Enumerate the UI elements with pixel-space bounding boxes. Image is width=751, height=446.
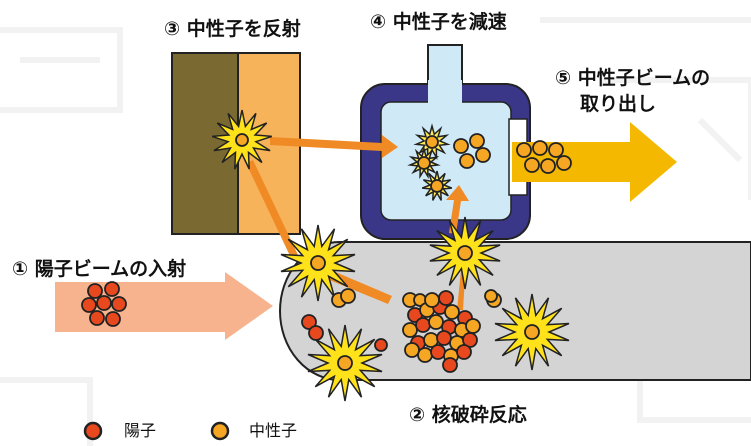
neutron-particle bbox=[453, 138, 469, 154]
neutron-particle bbox=[524, 324, 540, 340]
proton-particle bbox=[438, 290, 454, 306]
label-spallation: ② 核破砕反応 bbox=[409, 404, 527, 426]
neutron-particle bbox=[235, 133, 249, 147]
neutron-particle bbox=[548, 142, 564, 158]
proton-particle bbox=[111, 296, 127, 312]
label-inject: ① 陽子ビームの入射 bbox=[12, 258, 187, 280]
neutron-particle bbox=[524, 157, 540, 173]
neutron-particle bbox=[469, 133, 485, 149]
neutron-particle bbox=[428, 314, 444, 330]
proton-particle bbox=[105, 311, 121, 327]
neutron-particle bbox=[475, 147, 491, 163]
neutron-particle bbox=[404, 342, 420, 358]
neutron-particle bbox=[516, 142, 532, 158]
neutron-particle bbox=[402, 322, 418, 338]
proton-particle bbox=[87, 283, 103, 299]
neutron-particle bbox=[340, 288, 356, 304]
proton-particle bbox=[81, 297, 97, 313]
neutron-beam-arrow bbox=[512, 122, 677, 202]
proton-particle bbox=[456, 344, 472, 360]
proton-particle bbox=[301, 314, 317, 330]
neutron-particle bbox=[532, 140, 548, 156]
neutron-particle bbox=[457, 245, 473, 261]
legend-proton-label: 陽子 bbox=[124, 421, 157, 440]
label-extract-1: ⑤ 中性子ビームの bbox=[555, 67, 711, 89]
proton-particle bbox=[442, 357, 458, 373]
label-extract-2: 取り出し bbox=[580, 93, 657, 115]
neutron-particle bbox=[430, 179, 444, 193]
neutron-particle bbox=[465, 318, 481, 334]
legend-neutron-label: 中性子 bbox=[249, 421, 298, 440]
moderator-water bbox=[380, 101, 512, 221]
label-reflect: ③ 中性子を反射 bbox=[164, 18, 301, 40]
label-moderate: ④ 中性子を減速 bbox=[370, 11, 507, 33]
neutron-particle bbox=[556, 155, 572, 171]
proton-particle bbox=[430, 344, 446, 360]
neutron-particle bbox=[484, 289, 498, 303]
proton-particle bbox=[89, 310, 105, 326]
neutron-particle bbox=[459, 153, 475, 169]
neutron-particle bbox=[444, 304, 460, 320]
proton-particle bbox=[415, 317, 431, 333]
proton-particle bbox=[436, 330, 452, 346]
proton-particle bbox=[374, 338, 388, 352]
neutron-particle bbox=[337, 355, 353, 371]
proton-particle bbox=[96, 295, 112, 311]
proton-particle bbox=[104, 281, 120, 297]
proton-particle bbox=[308, 325, 324, 341]
legend-proton-dot bbox=[83, 421, 103, 441]
neutron-particle bbox=[424, 292, 440, 308]
neutron-particle bbox=[425, 135, 439, 149]
neutron-particle bbox=[310, 255, 326, 271]
legend-neutron-dot bbox=[210, 421, 230, 441]
neutron-particle bbox=[417, 347, 433, 363]
neutron-particle bbox=[540, 158, 556, 174]
neutron-particle bbox=[417, 156, 431, 170]
